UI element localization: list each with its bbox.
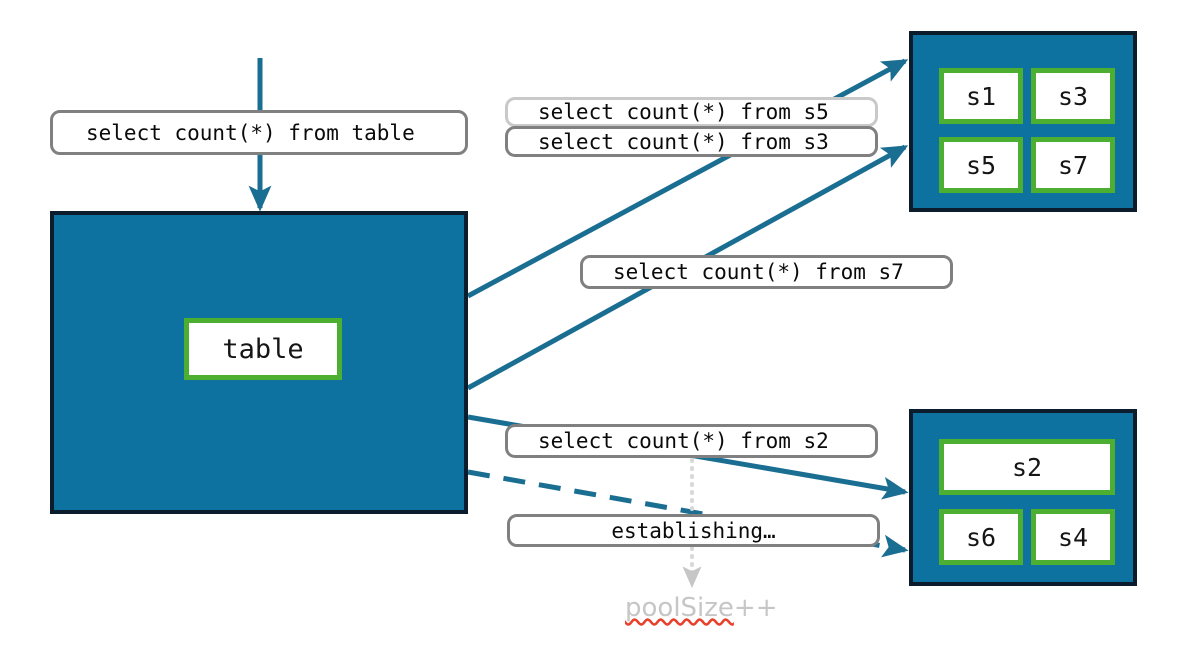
chip-label: s3	[1057, 81, 1089, 111]
pool-top-chip-s7[interactable]: s7	[1031, 137, 1115, 193]
pool-top-chip-s5[interactable]: s5	[939, 137, 1023, 193]
chip-label: s2	[1011, 452, 1043, 482]
client-database-block[interactable]: table	[50, 211, 468, 514]
pool-top-chip-s3[interactable]: s3	[1031, 68, 1115, 124]
chip-label: s6	[965, 522, 997, 552]
poolsize-annotation-word: poolSize	[625, 593, 734, 623]
query-label-s2[interactable]: select count(*) from s2	[505, 424, 878, 458]
poolsize-annotation-suffix: ++	[733, 593, 778, 623]
query-label-text: select count(*) from s7	[613, 260, 904, 284]
query-label-text: select count(*) from table	[86, 120, 415, 145]
pool-bottom-chip-s2[interactable]: s2	[939, 439, 1115, 495]
connection-pool-top[interactable]: s1 s3 s5 s7	[909, 31, 1137, 212]
query-label-s3[interactable]: select count(*) from s3	[505, 126, 878, 157]
query-label-text: select count(*) from s2	[538, 429, 829, 453]
poolsize-annotation: poolSize++	[625, 593, 778, 623]
connection-pool-bottom[interactable]: s2 s6 s4	[909, 409, 1137, 586]
status-label-establishing[interactable]: establishing…	[507, 514, 880, 547]
chip-label: s4	[1057, 522, 1089, 552]
query-label-table[interactable]: select count(*) from table	[50, 110, 468, 155]
pool-top-chip-s1[interactable]: s1	[939, 68, 1023, 124]
query-label-s7[interactable]: select count(*) from s7	[580, 255, 953, 289]
table-chip-label: table	[222, 333, 304, 365]
status-label-text: establishing…	[611, 518, 776, 543]
chip-label: s5	[965, 150, 997, 180]
query-label-text: select count(*) from s3	[538, 129, 829, 154]
query-label-s5[interactable]: select count(*) from s5	[505, 97, 878, 127]
table-chip[interactable]: table	[184, 318, 342, 380]
chip-label: s1	[965, 81, 997, 111]
pool-bottom-chip-s4[interactable]: s4	[1031, 509, 1115, 565]
query-label-text: select count(*) from s5	[538, 100, 829, 124]
pool-bottom-chip-s6[interactable]: s6	[939, 509, 1023, 565]
chip-label: s7	[1057, 150, 1089, 180]
